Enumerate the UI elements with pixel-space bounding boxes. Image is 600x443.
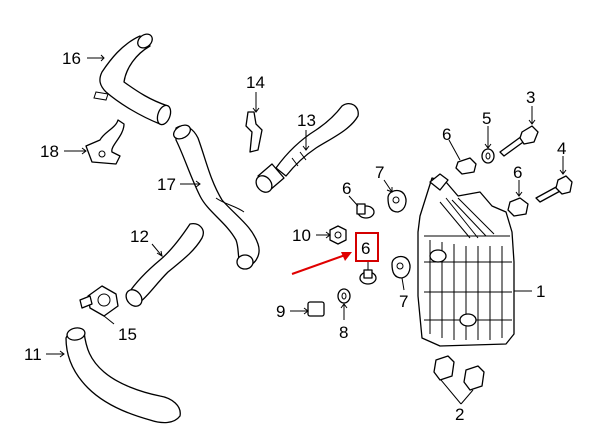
callout-2: 2 bbox=[455, 405, 464, 424]
clip-2-right bbox=[463, 365, 485, 391]
callout-7-upper: 7 bbox=[375, 163, 384, 182]
callout-1: 1 bbox=[536, 282, 545, 301]
hose-12 bbox=[125, 223, 204, 307]
callout-15: 15 bbox=[118, 325, 137, 344]
grommet-6-right bbox=[507, 197, 529, 217]
leader-lines bbox=[46, 54, 567, 405]
callout-labels: 16 14 13 18 17 12 15 11 10 9 8 6 7 7 6 5… bbox=[24, 49, 566, 424]
washer-5 bbox=[481, 148, 495, 164]
callout-16: 16 bbox=[62, 49, 81, 68]
callout-8: 8 bbox=[339, 323, 348, 342]
callout-12: 12 bbox=[130, 227, 149, 246]
callout-6-highlighted: 6 bbox=[361, 239, 370, 258]
coupler-15 bbox=[79, 285, 119, 317]
highlighted-callout: 6 bbox=[291, 232, 379, 275]
nut-10 bbox=[329, 225, 347, 245]
callout-18: 18 bbox=[40, 142, 59, 161]
callout-6-left: 6 bbox=[342, 179, 351, 198]
tube-13 bbox=[255, 102, 359, 193]
clip-9 bbox=[307, 301, 325, 317]
highlight-arrow bbox=[291, 253, 349, 275]
mount-7-upper bbox=[387, 189, 407, 213]
hose-17 bbox=[172, 124, 260, 270]
callout-7-lower: 7 bbox=[399, 292, 408, 311]
callout-17: 17 bbox=[157, 175, 176, 194]
callout-10: 10 bbox=[292, 226, 311, 245]
mount-7-lower bbox=[391, 255, 411, 279]
callout-4: 4 bbox=[557, 139, 566, 158]
clip-2-left bbox=[433, 355, 455, 381]
hose-11 bbox=[65, 327, 181, 424]
bolt-4 bbox=[535, 175, 573, 203]
callout-5: 5 bbox=[482, 109, 491, 128]
grommet-6-center bbox=[359, 269, 377, 285]
intercooler-1 bbox=[417, 173, 515, 347]
callout-11: 11 bbox=[24, 345, 42, 364]
bracket-18 bbox=[85, 119, 125, 165]
grommet-6-upper bbox=[455, 157, 477, 175]
bracket-14 bbox=[245, 111, 263, 153]
highlight-box bbox=[355, 232, 379, 262]
callout-6-right: 6 bbox=[513, 163, 522, 182]
callout-14: 14 bbox=[246, 73, 265, 92]
callout-6-upper: 6 bbox=[442, 125, 451, 144]
callout-9: 9 bbox=[276, 302, 285, 321]
grommet-6-left bbox=[356, 203, 375, 219]
callout-3: 3 bbox=[526, 88, 535, 107]
hose-16 bbox=[93, 33, 172, 126]
callout-13: 13 bbox=[297, 111, 316, 130]
bolt-3 bbox=[499, 125, 539, 157]
washer-8 bbox=[337, 288, 351, 304]
